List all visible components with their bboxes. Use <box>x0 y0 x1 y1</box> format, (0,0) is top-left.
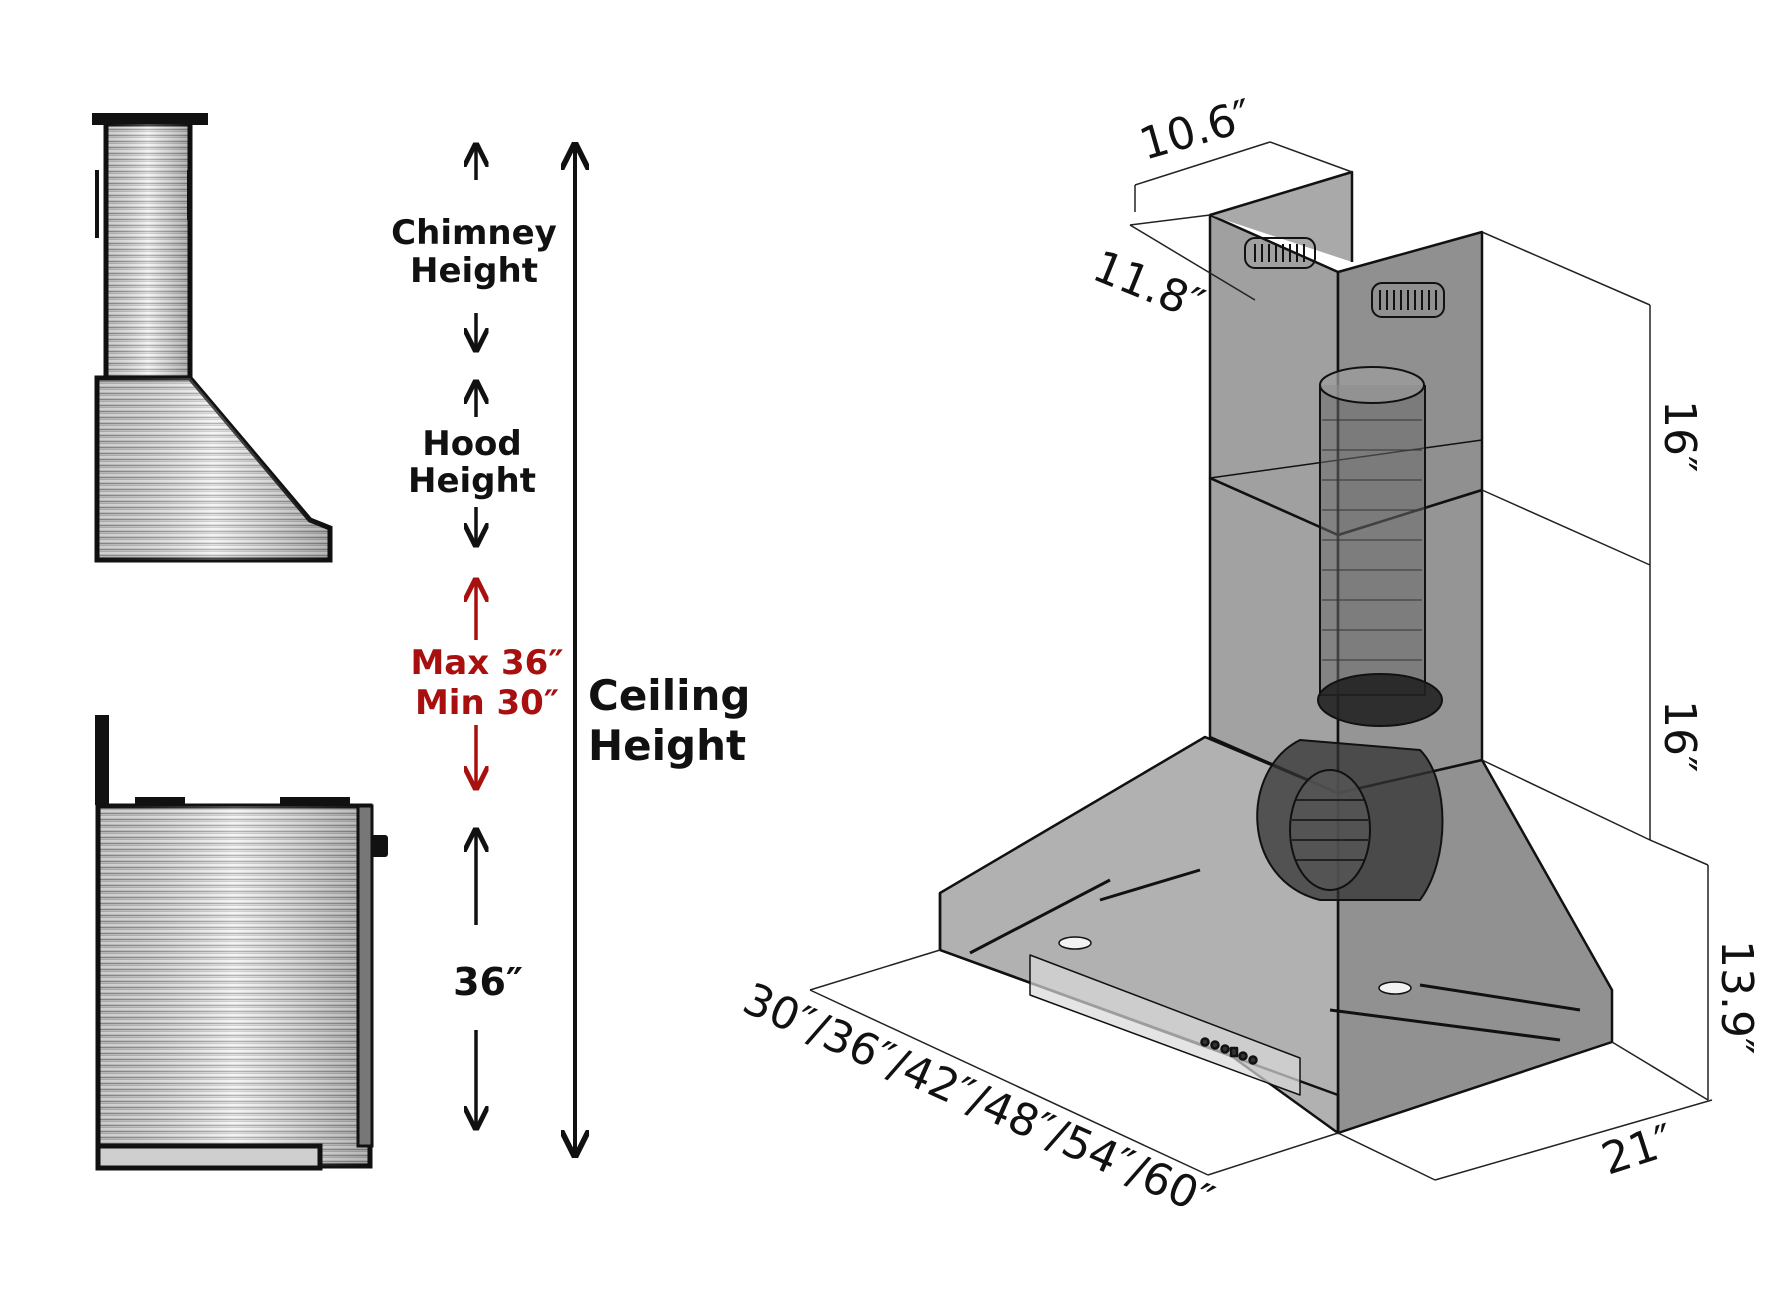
ceiling-height-label-line1: Ceiling <box>588 671 750 720</box>
iso-view-hood <box>938 170 1614 1135</box>
side-view-range <box>95 715 388 1171</box>
clearance-min-label: Min 30″ <box>415 683 559 723</box>
chimney-height-label-line1: Chimney <box>391 213 557 253</box>
iso-dimension-lines <box>809 141 1713 1181</box>
chimney-height-label-line2: Height <box>410 251 538 291</box>
ceiling-height-label-line2: Height <box>588 721 746 770</box>
clearance-max-label: Max 36″ <box>410 643 563 683</box>
upper-chimney-height-label: 16″ <box>1654 400 1705 472</box>
hood-height-label-line1: Hood <box>422 424 522 464</box>
hood-height-dimension-label: 13.9″ <box>1711 940 1762 1054</box>
hood-height-label-line2: Height <box>408 461 536 501</box>
counter-height-label: 36″ <box>453 960 523 1004</box>
vent-grille-icon <box>1244 237 1316 269</box>
lower-chimney-height-label: 16″ <box>1654 700 1705 772</box>
chimney-width-label: 10.6″ <box>1134 90 1258 171</box>
side-view-hood <box>92 113 333 563</box>
hood-depth-label: 21″ <box>1596 1115 1681 1186</box>
vent-grille-icon <box>1371 282 1445 318</box>
chimney-depth-label: 11.8″ <box>1086 241 1211 331</box>
